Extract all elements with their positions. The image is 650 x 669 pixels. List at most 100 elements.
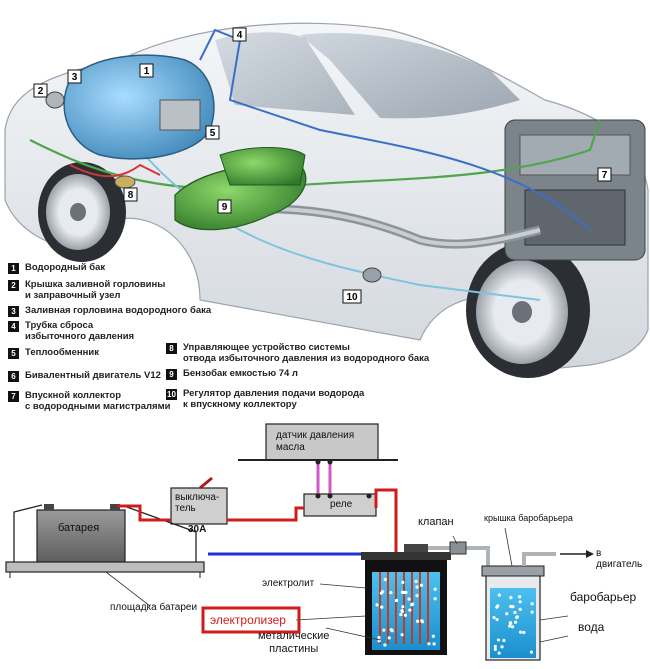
heat-exchanger	[159, 99, 201, 131]
bubble	[420, 619, 424, 623]
legend-item-1: 1 Водородный бак	[8, 262, 308, 288]
legend-number: 10	[166, 389, 177, 400]
legend-text: Управляющее устройство системы отвода из…	[183, 342, 430, 364]
bubble	[401, 605, 405, 609]
callout-4: 4	[232, 27, 247, 42]
bubble	[510, 625, 515, 629]
bubble	[492, 615, 496, 620]
water-label: вода	[578, 620, 605, 634]
front-wheel	[466, 242, 590, 378]
bubble	[495, 617, 499, 622]
engine-v12	[504, 119, 646, 261]
bubbler-label: баробарьер	[570, 590, 637, 604]
pressure-sensor-label: датчик давления масла	[276, 430, 355, 453]
legend-text: Регулятор давления подачи водорода к впу…	[183, 388, 365, 410]
legend-text: Впускной коллектор с водородными магистр…	[25, 390, 171, 412]
electrolyzer-bubbles	[375, 577, 437, 647]
bubble	[415, 594, 419, 598]
battery-platform	[5, 561, 205, 573]
bubble	[415, 619, 420, 623]
bubble	[431, 634, 435, 638]
bubble	[513, 620, 518, 624]
legend-text: Заливная горловина водородного бака	[25, 305, 212, 316]
hydrogen-generator-circuit: датчик давления масла выключа- тель 30А …	[0, 420, 650, 664]
bubble	[389, 590, 393, 595]
rear-wheel	[38, 162, 126, 262]
filler-cap	[45, 91, 65, 109]
legend-number: 9	[166, 369, 177, 380]
svg-text:4: 4	[237, 30, 243, 41]
svg-text:1: 1	[144, 66, 150, 77]
side-window	[215, 32, 355, 115]
bubble	[401, 580, 405, 584]
bubble	[383, 643, 387, 647]
bubble	[387, 636, 391, 640]
bubble	[415, 585, 419, 589]
bubble	[497, 651, 501, 655]
battery-label: батарея	[58, 522, 100, 534]
switch	[170, 487, 228, 525]
svg-text:2: 2	[38, 86, 44, 97]
legend-item-10: 10 Регулятор давления подачи водорода к в…	[166, 388, 466, 414]
bubble	[383, 577, 387, 582]
bubble	[400, 633, 404, 637]
switch-rating: 30А	[188, 524, 207, 535]
legend-number: 8	[166, 343, 177, 354]
bubble	[427, 642, 431, 646]
callout-9: 9	[217, 199, 232, 214]
legend-number: 4	[8, 321, 19, 332]
bubble	[399, 612, 403, 617]
bubble	[518, 630, 523, 634]
electrolyzer-label: электролизер	[210, 613, 286, 627]
hydrogen-line-blue	[199, 28, 591, 231]
bubble	[433, 587, 437, 591]
legend-item-8: 8 Управляющее устройство системы отвода и…	[166, 342, 466, 368]
relay-label: реле	[330, 499, 353, 510]
bubble	[394, 598, 399, 603]
windshield	[300, 33, 520, 119]
legend-item-7: 7 Впускной коллектор с водородными магист…	[8, 390, 308, 416]
bubble	[375, 603, 379, 607]
bubble	[509, 595, 513, 600]
svg-text:9: 9	[222, 202, 228, 213]
circuit-diagram	[5, 423, 594, 661]
callout-8: 8	[123, 187, 138, 202]
electrolyte-label: электролит	[262, 578, 315, 589]
bubble	[419, 583, 424, 587]
legend-number: 1	[8, 263, 19, 274]
bubbler-bubbles	[492, 593, 534, 655]
legend-text: Крышка заливной горловины и заправочный …	[25, 279, 166, 301]
leader-lines	[105, 527, 569, 643]
bubble	[522, 630, 526, 635]
legend-text: Бивалентный двигатель V12	[25, 370, 161, 381]
relief-line-red	[69, 163, 161, 178]
bubble	[529, 650, 534, 654]
legend-number: 6	[8, 371, 19, 382]
bubble	[508, 621, 513, 625]
bubble	[502, 638, 506, 643]
legend-item-6: 6 Бивалентный двигатель V12	[8, 370, 308, 396]
relief-controller	[114, 175, 136, 189]
valve-label: клапан	[418, 516, 454, 528]
bubble	[508, 624, 512, 628]
legend-text: Водородный бак	[25, 262, 106, 273]
switch-label: выключа- тель	[175, 492, 220, 514]
pressure-regulator	[362, 267, 382, 283]
svg-text:3: 3	[72, 72, 78, 83]
svg-text:10: 10	[346, 292, 358, 303]
bubble	[377, 635, 381, 640]
bubble	[496, 638, 501, 642]
bubble	[496, 604, 500, 608]
svg-text:7: 7	[602, 170, 608, 181]
battery	[36, 509, 126, 563]
bubble	[403, 613, 407, 617]
svg-text:8: 8	[128, 190, 134, 201]
legend-number: 3	[8, 306, 19, 317]
legend-number: 7	[8, 391, 19, 402]
